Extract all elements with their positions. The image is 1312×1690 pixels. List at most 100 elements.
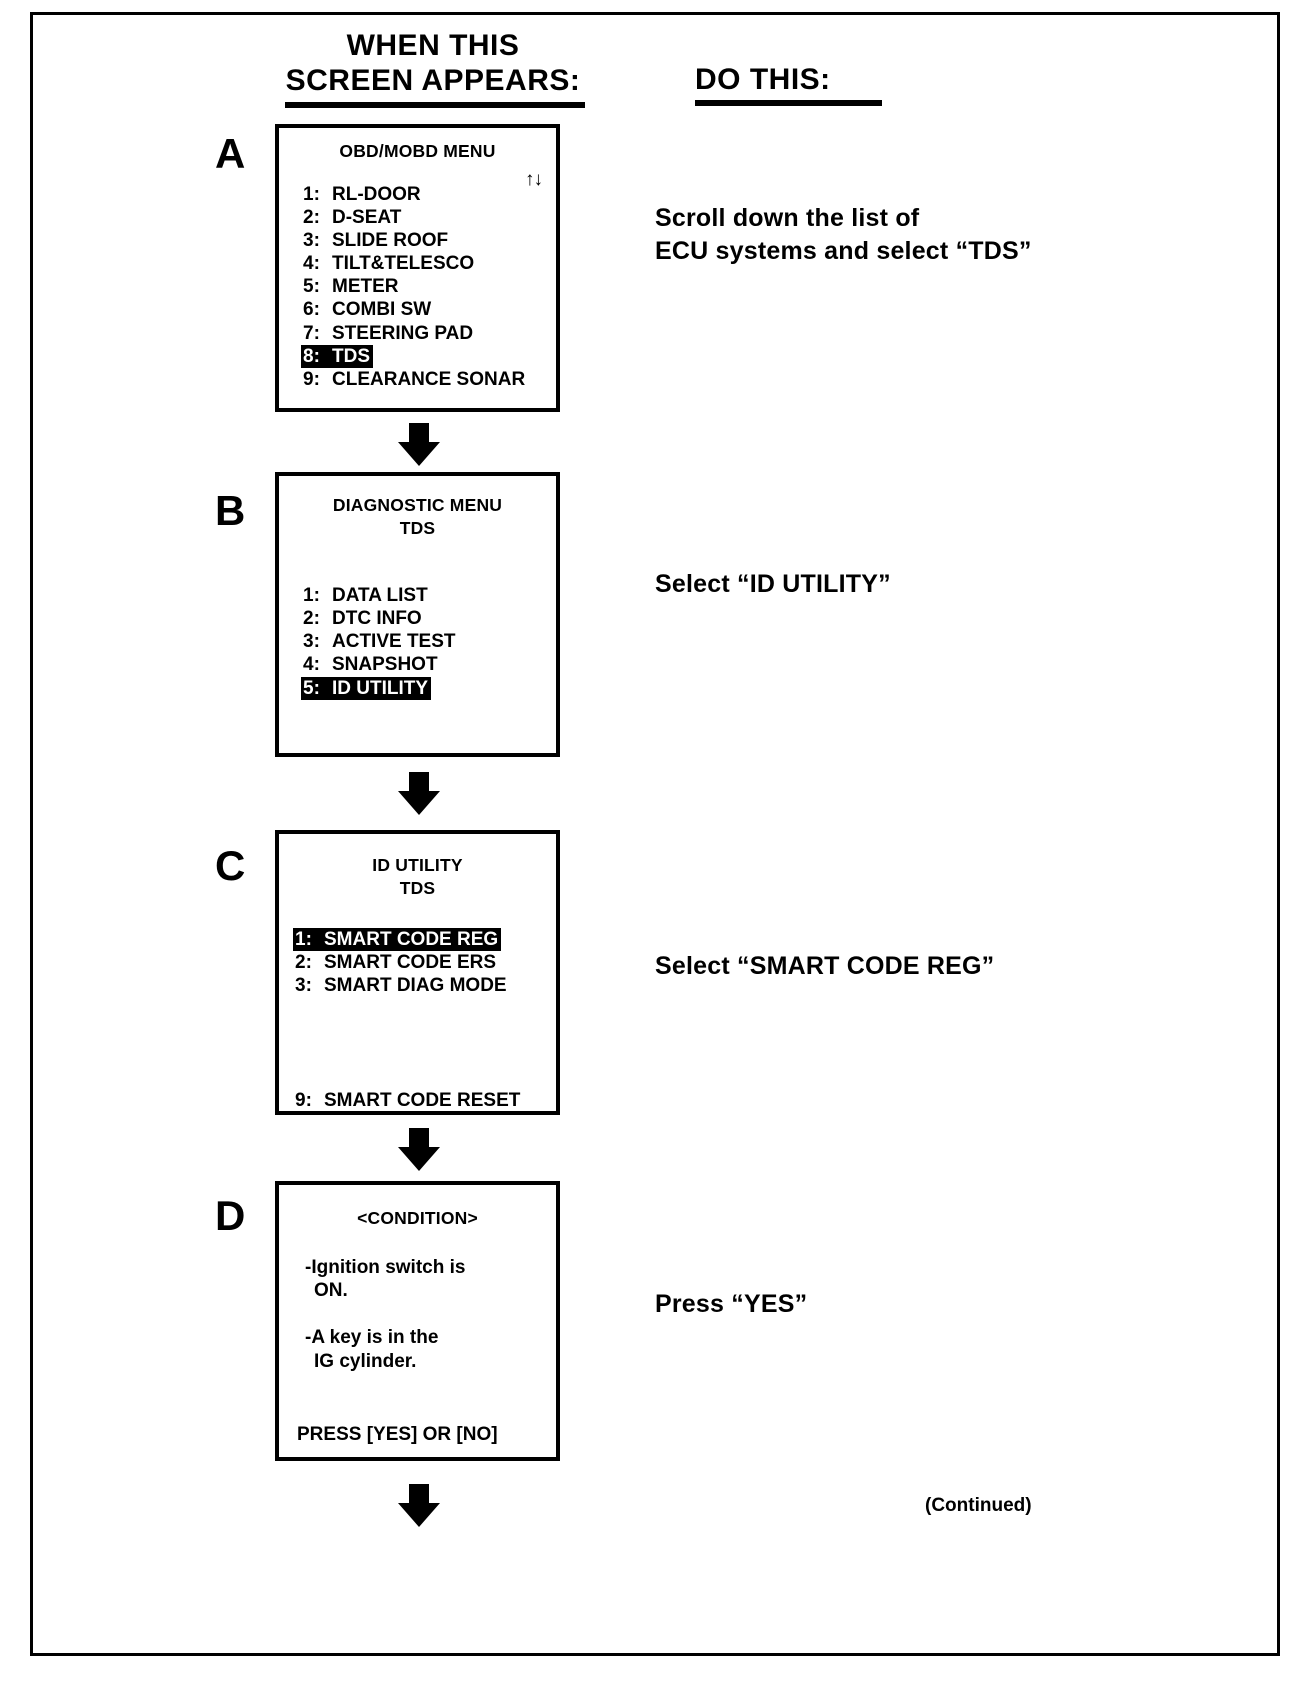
- instruction-a-line-1: Scroll down the list of: [655, 204, 920, 232]
- screen-obd-mobd-menu: OBD/MOBD MENU ↑↓ 1:RL-DOOR 2:D-SEAT 3:SL…: [275, 124, 560, 412]
- menu-row-label[interactable]: SMART CODE REG: [324, 929, 499, 951]
- heading-underline-right: [695, 100, 882, 107]
- page-border: [30, 12, 1280, 1656]
- menu-row-number: 2:: [303, 608, 320, 630]
- menu-row-number: 6:: [303, 299, 320, 321]
- panel-letter-b: B: [215, 487, 246, 534]
- menu-row-number: 9:: [303, 368, 320, 390]
- menu-row-number: 4:: [303, 253, 320, 275]
- menu-row-number: 5:: [303, 677, 320, 699]
- panel-letter-d: D: [215, 1192, 246, 1239]
- menu-row-number: 8:: [303, 345, 320, 367]
- screen-c-menu-list: 1: SMART CODE REG 2: SMART CODE ERS 3: SMAR…: [279, 928, 556, 997]
- screen-b-menu-list: 1: DATA LIST 2: DTC INFO 3: ACTIVE TEST 4: S…: [279, 584, 556, 700]
- screen-d-title: <CONDITION>: [357, 1208, 478, 1228]
- menu-row-number: 3:: [303, 631, 320, 653]
- heading-line-2: SCREEN APPEARS:: [285, 64, 581, 98]
- heading-line-1: WHEN THIS: [346, 29, 520, 62]
- menu-row-label[interactable]: DATA LIST: [332, 585, 428, 607]
- flow-arrow-down-icon: [398, 1484, 440, 1527]
- menu-row-label[interactable]: TDS: [332, 345, 370, 367]
- menu-row-label[interactable]: SLIDE ROOF: [332, 230, 449, 252]
- menu-row-label[interactable]: TILT&TELESCO: [332, 253, 475, 275]
- flow-arrow-down-icon: [398, 1128, 440, 1171]
- menu-row-number: 1:: [303, 184, 320, 206]
- menu-row: 4: TILT&TELESCO: [301, 252, 477, 275]
- screen-c-title-line2: TDS: [399, 878, 436, 899]
- menu-row: 2: DTC INFO: [301, 607, 425, 630]
- menu-row-label[interactable]: ID UTILITY: [332, 677, 429, 699]
- menu-row: 3: SMART DIAG MODE: [293, 974, 510, 997]
- menu-row-number: 1:: [295, 929, 312, 951]
- menu-row-selected: 1: SMART CODE REG: [293, 928, 502, 952]
- menu-row-label[interactable]: STEERING PAD: [332, 322, 474, 344]
- menu-row-label[interactable]: METER: [332, 276, 399, 298]
- list-item: 8: TDS: [301, 344, 556, 368]
- list-item: 3: SLIDE ROOF: [301, 229, 556, 252]
- menu-row: 1: RL-DOOR: [301, 183, 424, 206]
- menu-row-selected: 8: TDS: [301, 344, 373, 368]
- screen-b-title-line1: DIAGNOSTIC MENU: [332, 495, 503, 515]
- screen-condition: <CONDITION> -Ignition switch is ON. -A k…: [275, 1181, 560, 1461]
- screen-a-menu-list: 1: RL-DOOR 2: D-SEAT 3: SLIDE ROOF 4: TILT&T…: [279, 183, 556, 391]
- menu-row-number: 4:: [303, 654, 320, 676]
- list-item: 1: RL-DOOR: [301, 183, 556, 206]
- menu-row-label[interactable]: SMART DIAG MODE: [324, 975, 507, 997]
- menu-row-label[interactable]: ACTIVE TEST: [332, 631, 456, 653]
- menu-row-number: 7:: [303, 322, 320, 344]
- menu-row-number: 5:: [303, 276, 320, 298]
- list-item: 6: COMBI SW: [301, 298, 556, 321]
- list-item: 3: SMART DIAG MODE: [293, 974, 556, 997]
- list-item: 1: DATA LIST: [301, 584, 556, 607]
- instruction-step-c: Select “SMART CODE REG”: [655, 950, 994, 983]
- condition-block-2: -A key is in the IG cylinder.: [279, 1326, 556, 1372]
- list-item: 4: SNAPSHOT: [301, 653, 556, 676]
- list-item: 4: TILT&TELESCO: [301, 252, 556, 275]
- menu-row-label[interactable]: D-SEAT: [332, 207, 402, 229]
- menu-row-number: 3:: [303, 230, 320, 252]
- list-item: 7: STEERING PAD: [301, 322, 556, 345]
- panel-letter-c: C: [215, 842, 246, 889]
- list-item: 2: DTC INFO: [301, 607, 556, 630]
- condition-2-line-2: IG cylinder.: [314, 1350, 417, 1372]
- heading-do-this: DO THIS:: [695, 63, 831, 96]
- menu-row-number: 2:: [295, 952, 312, 974]
- menu-row-label[interactable]: SNAPSHOT: [332, 654, 438, 676]
- menu-row-number: 3:: [295, 975, 312, 997]
- menu-row-label[interactable]: CLEARANCE SONAR: [332, 368, 526, 390]
- menu-row: 6: COMBI SW: [301, 298, 434, 321]
- menu-row: 7: STEERING PAD: [301, 322, 476, 345]
- screen-id-utility: ID UTILITY TDS 1: SMART CODE REG 2: SMART …: [275, 830, 560, 1115]
- menu-row-number: 1:: [303, 585, 320, 607]
- menu-row-number: 2:: [303, 207, 320, 229]
- list-item: 2: SMART CODE ERS: [293, 951, 556, 974]
- instruction-c-line-1: Select “SMART CODE REG”: [655, 952, 995, 980]
- instruction-a-line-2: ECU systems and select “TDS”: [655, 237, 1032, 265]
- scroll-arrows-icon[interactable]: ↑↓: [525, 169, 543, 190]
- continued-label: (Continued): [925, 1495, 1032, 1516]
- screen-c-title-line1: ID UTILITY: [372, 855, 463, 875]
- menu-row: 2: D-SEAT: [301, 206, 404, 229]
- menu-row: 1: DATA LIST: [301, 584, 431, 607]
- menu-row-label[interactable]: SMART CODE ERS: [324, 952, 497, 974]
- list-item: 9: CLEARANCE SONAR: [301, 368, 556, 391]
- menu-row-label[interactable]: SMART CODE RESET: [324, 1090, 521, 1112]
- screen-c-footer-list: 9:SMART CODE RESET: [279, 1089, 556, 1112]
- condition-2-line-1: -A key is in the: [305, 1327, 439, 1349]
- flow-arrow-down-icon: [398, 423, 440, 466]
- list-item: 1: SMART CODE REG: [293, 928, 556, 952]
- menu-row: 9: CLEARANCE SONAR: [301, 368, 528, 391]
- instruction-b-line-1: Select “ID UTILITY”: [655, 570, 891, 598]
- condition-block-1: -Ignition switch is ON.: [279, 1256, 556, 1302]
- list-item: 2: D-SEAT: [301, 206, 556, 229]
- menu-row: 2: SMART CODE ERS: [293, 951, 499, 974]
- column-heading-when-this-screen-appears: WHEN THIS SCREEN APPEARS:: [268, 28, 598, 108]
- menu-row-label[interactable]: DTC INFO: [332, 608, 422, 630]
- screen-b-title-line2: TDS: [399, 518, 436, 539]
- heading-underline-left: [285, 101, 585, 108]
- panel-letter-a: A: [215, 130, 246, 177]
- flow-arrow-down-icon: [398, 772, 440, 815]
- menu-row-label[interactable]: RL-DOOR: [332, 184, 421, 206]
- menu-row-label[interactable]: COMBI SW: [332, 299, 432, 321]
